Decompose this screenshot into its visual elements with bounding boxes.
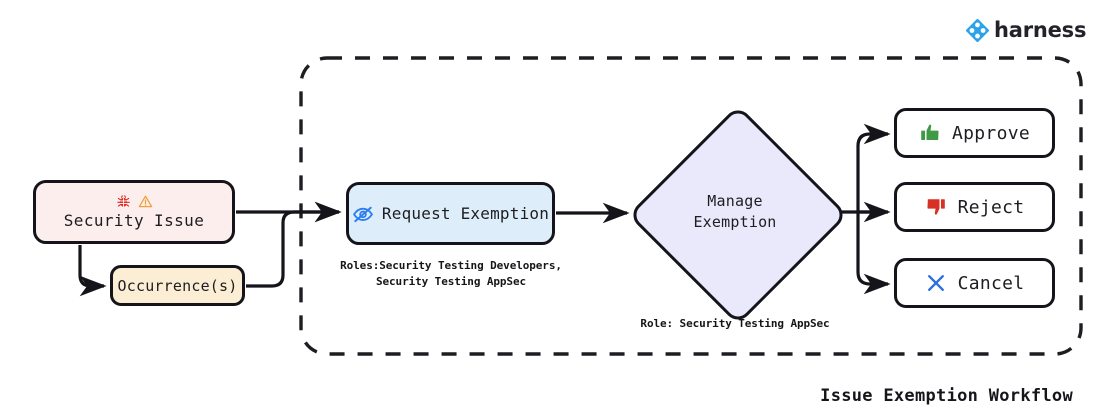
manage-exemption-label-line1: Manage (707, 191, 763, 210)
thumbs-up-icon (919, 122, 941, 144)
diagram-caption: Issue Exemption Workflow (820, 386, 1073, 406)
node-request-exemption[interactable]: Request Exemption (346, 182, 555, 245)
edge-security-issue-to-occurrences (78, 245, 107, 297)
occurrences-label: Occurrence(s) (117, 276, 238, 295)
eye-off-icon (352, 203, 374, 225)
manage-exemption-label-line2: Exemption (693, 213, 777, 231)
node-occurrences[interactable]: Occurrence(s) (110, 265, 245, 306)
close-x-icon (925, 272, 947, 294)
cancel-label: Cancel (957, 272, 1025, 294)
node-cancel[interactable]: Cancel (894, 258, 1055, 308)
thumbs-down-icon (925, 196, 947, 218)
harness-brand: harness (966, 19, 1086, 42)
node-manage-exemption[interactable]: Manage Exemption (627, 104, 849, 326)
reject-label: Reject (957, 196, 1025, 218)
harness-diamond-logo-icon (966, 19, 989, 42)
edge-occurrences-to-request (246, 201, 342, 288)
manage-exemption-label: Manage Exemption (632, 109, 838, 315)
edge-manage-to-approve (856, 123, 891, 212)
manage-exemption-role-annotation: Role: Security Testing AppSec (640, 317, 830, 330)
node-security-issue[interactable]: Security Issue (33, 180, 235, 244)
bug-icon (116, 194, 131, 209)
node-approve[interactable]: Approve (894, 108, 1055, 158)
security-issue-label: Security Issue (63, 211, 205, 230)
node-reject[interactable]: Reject (894, 182, 1055, 232)
warning-triangle-icon (138, 194, 153, 209)
harness-wordmark: harness (994, 18, 1087, 42)
edge-manage-to-cancel (856, 212, 891, 295)
approve-label: Approve (952, 122, 1030, 144)
security-issue-icon-row (116, 193, 153, 210)
request-exemption-label: Request Exemption (381, 204, 550, 223)
request-exemption-roles-annotation: Roles:Security Testing Developers, Secur… (340, 259, 562, 288)
